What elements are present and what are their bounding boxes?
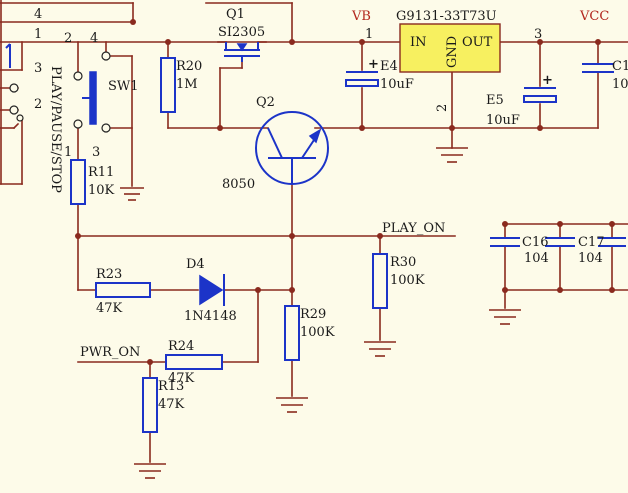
c1-label: C1 [612, 59, 628, 74]
r29-value: 100K [300, 325, 335, 340]
r24-resistor [165, 354, 223, 370]
d4-label: D4 [186, 257, 205, 272]
play-pause-stop-label: PLAY/PAUSE/STOP [48, 66, 63, 193]
u1-regulator [399, 23, 501, 73]
q2-transistor [255, 111, 329, 185]
r29-label: R29 [300, 307, 326, 322]
switch-pins [9, 51, 111, 133]
r13-label: R13 [158, 379, 184, 394]
r11-resistor [70, 159, 86, 205]
r30-resistor [372, 253, 388, 309]
ic-in-label: IN [410, 35, 427, 50]
r20-label: R20 [176, 59, 202, 74]
u1-part-label: G9131-33T73U [396, 9, 497, 24]
d4-part-label: 1N4148 [184, 309, 237, 324]
e4-capacitor: + [345, 57, 379, 87]
c16-label: C16 [522, 235, 549, 250]
q2-part-label: 8050 [222, 177, 255, 192]
q2-label: Q2 [256, 95, 275, 110]
r20-value: 1M [176, 77, 198, 92]
c17-label: C17 [578, 235, 605, 250]
ground-u1 [436, 147, 468, 163]
r24-label: R24 [168, 339, 194, 354]
r11-value: 10K [88, 183, 115, 198]
c17-capacitor [545, 237, 575, 247]
sw-pin-3: 3 [92, 145, 100, 160]
ground-r29 [276, 397, 308, 413]
r23-resistor [95, 282, 151, 298]
q1-label: Q1 [226, 7, 245, 22]
ic-pin2-label: 2 [435, 104, 450, 112]
ground-r13 [134, 463, 166, 479]
sw1-label: SW1 [108, 79, 139, 94]
c16-value: 104 [524, 251, 549, 266]
play-on-label: PLAY_ON [382, 221, 445, 236]
r30-label: R30 [390, 255, 416, 270]
r13-value: 47K [158, 397, 185, 412]
r23-value: 47K [96, 301, 123, 316]
vb-label: VB [351, 9, 371, 24]
r13-resistor [142, 377, 158, 433]
c1-capacitor [582, 63, 614, 73]
sw1-switch [82, 71, 97, 125]
ground-c16 [489, 309, 521, 325]
r20-resistor [160, 57, 176, 113]
ground-symbols [120, 147, 521, 479]
d4-diode [199, 274, 225, 306]
e4-label: E4 [380, 59, 398, 74]
c17-value: 104 [578, 251, 603, 266]
conn-pin-2: 2 [34, 97, 42, 112]
audio-connector [5, 43, 11, 68]
e5-label: E5 [486, 93, 504, 108]
r29-resistor [284, 305, 300, 361]
e5-capacitor: + [523, 73, 557, 103]
e5-value: 10uF [486, 113, 520, 128]
ic-pin1-label: 1 [365, 27, 373, 42]
r11-label: R11 [88, 165, 114, 180]
sw-pin-2: 2 [64, 31, 72, 46]
e4-value: 10uF [380, 77, 414, 92]
r23-label: R23 [96, 267, 122, 282]
ic-pin3-label: 3 [534, 27, 542, 42]
sw-pin-1: 1 [64, 145, 72, 160]
pwr-on-label: PWR_ON [80, 345, 140, 360]
c-extra-capacitor [598, 237, 626, 247]
q1-mosfet [224, 42, 260, 62]
ic-gnd-label: GND [445, 36, 460, 68]
ic-out-label: OUT [462, 35, 493, 50]
ground-sw1 [120, 187, 144, 201]
svg-text:+: + [542, 73, 553, 88]
r30-value: 100K [390, 273, 425, 288]
c1-value: 10 [612, 77, 628, 92]
svg-text:+: + [368, 57, 379, 72]
wires [0, 0, 628, 463]
conn-pin-4: 4 [34, 7, 42, 22]
junctions [75, 19, 615, 365]
c16-capacitor [490, 237, 520, 247]
labels: 4 1 3 2 2 4 1 3 SW1 PLAY/PAUSE/STOP Q1 S… [34, 7, 628, 412]
vcc-label: VCC [579, 9, 609, 24]
q1-part-label: SI2305 [218, 25, 265, 40]
r24-value: 47K [168, 371, 195, 386]
ground-r30 [364, 341, 396, 357]
sw-pin-4: 4 [90, 31, 98, 46]
conn-pin-3: 3 [34, 61, 42, 76]
conn-pin-1: 1 [34, 27, 42, 42]
